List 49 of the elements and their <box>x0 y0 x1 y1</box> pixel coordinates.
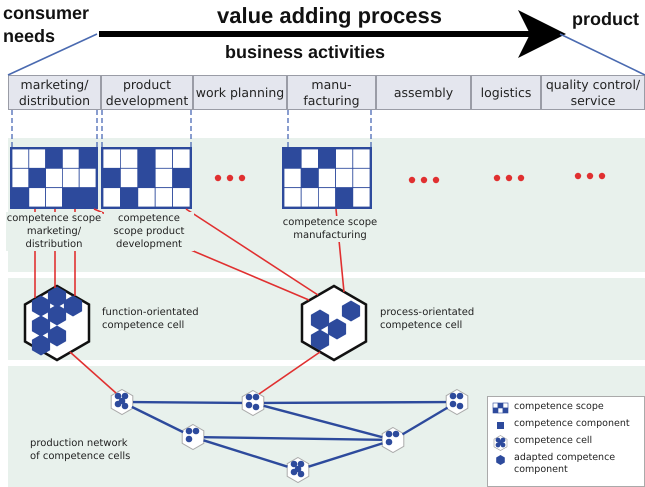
legend-text: adapted competence component <box>514 452 616 477</box>
connector-line <box>8 33 98 76</box>
activity-cell: quality control/ service <box>541 75 645 110</box>
activity-cell: work planning <box>193 75 287 110</box>
network-cell-hexagon <box>381 428 405 452</box>
stage-label: consumer needs <box>3 2 98 54</box>
network-cell-hexagon <box>110 390 134 414</box>
section-heading: business activities <box>224 42 386 63</box>
component-caption: competence scope manufacturing <box>282 216 378 242</box>
network-link-line <box>203 439 288 468</box>
section-caption: production network of competence cells <box>30 437 132 463</box>
legend-text: competence scope <box>514 401 605 414</box>
network-link-line <box>131 406 184 434</box>
activity-cell: logistics <box>471 75 541 110</box>
connector-line <box>560 33 645 76</box>
network-cell-hexagon <box>445 390 469 414</box>
network-link-line <box>133 400 242 404</box>
network-cell-hexagon <box>181 425 205 449</box>
network-link-line <box>204 436 382 442</box>
dashed-connector <box>190 110 192 147</box>
legend-text: competence cell <box>514 435 594 448</box>
network-link-line <box>264 400 446 404</box>
network-link-line <box>263 404 383 438</box>
network-cell-hexagon <box>286 458 310 482</box>
network-link-line <box>308 442 383 468</box>
activity-cell: marketing/ distribution <box>8 75 101 110</box>
competence-cell-hexagon <box>302 286 366 360</box>
competence-cell-hexagon <box>25 286 89 360</box>
network-cell-hexagon <box>241 391 265 415</box>
dashed-connector <box>287 110 289 147</box>
stage-label: product <box>572 8 645 34</box>
connector-line <box>186 208 318 296</box>
connector-line <box>69 351 117 394</box>
competence-scope-grid <box>282 147 372 209</box>
competence-scope-grid <box>10 147 98 209</box>
legend-text: competence component <box>514 418 631 430</box>
activity-cell: manu-facturing <box>287 75 376 110</box>
competence-scope-grid <box>101 147 192 209</box>
activity-cell: product development <box>101 75 193 110</box>
dashed-connector <box>96 110 98 147</box>
component-caption: competence scope product development <box>104 212 194 251</box>
process-arrow <box>99 10 566 58</box>
component-caption: competence scope marketing/ distribution <box>6 212 102 251</box>
dashed-connector <box>370 110 372 147</box>
connector-line <box>258 351 320 395</box>
network-link-line <box>402 406 448 436</box>
dashed-connector <box>11 110 13 147</box>
dashed-connector <box>101 110 103 147</box>
activity-cell: assembly <box>376 75 471 110</box>
